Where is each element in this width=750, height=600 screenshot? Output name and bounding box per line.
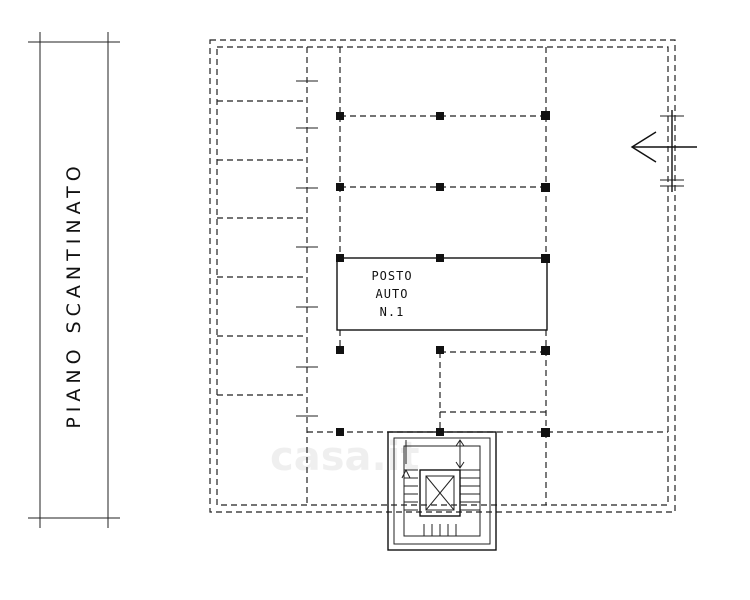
stairs-icon [401, 439, 480, 536]
parking-space-1: POSTO AUTO N.1 [336, 257, 548, 331]
column [336, 254, 344, 262]
column [541, 183, 550, 192]
title-block: PIANO SCANTINATO [28, 32, 120, 528]
columns [336, 111, 550, 437]
column [436, 254, 444, 262]
space-label-auto: AUTO [376, 287, 409, 301]
column [541, 428, 550, 437]
column [541, 254, 550, 263]
stair-core [387, 431, 497, 551]
watermark: casa.it [270, 434, 420, 480]
column [541, 346, 550, 355]
column [436, 112, 444, 120]
column [336, 183, 344, 191]
space-label-posto: POSTO [371, 269, 412, 283]
outer-walls [209, 39, 676, 513]
column [336, 112, 344, 120]
column [436, 183, 444, 191]
column [336, 346, 344, 354]
left-bays [217, 47, 318, 505]
plan-title: PIANO SCANTINATO [63, 161, 85, 428]
column [541, 111, 550, 120]
north-arrow-icon [630, 110, 697, 192]
column [336, 428, 344, 436]
space-label-number: N.1 [380, 305, 405, 319]
column [436, 346, 444, 354]
elevator-icon [419, 469, 461, 517]
